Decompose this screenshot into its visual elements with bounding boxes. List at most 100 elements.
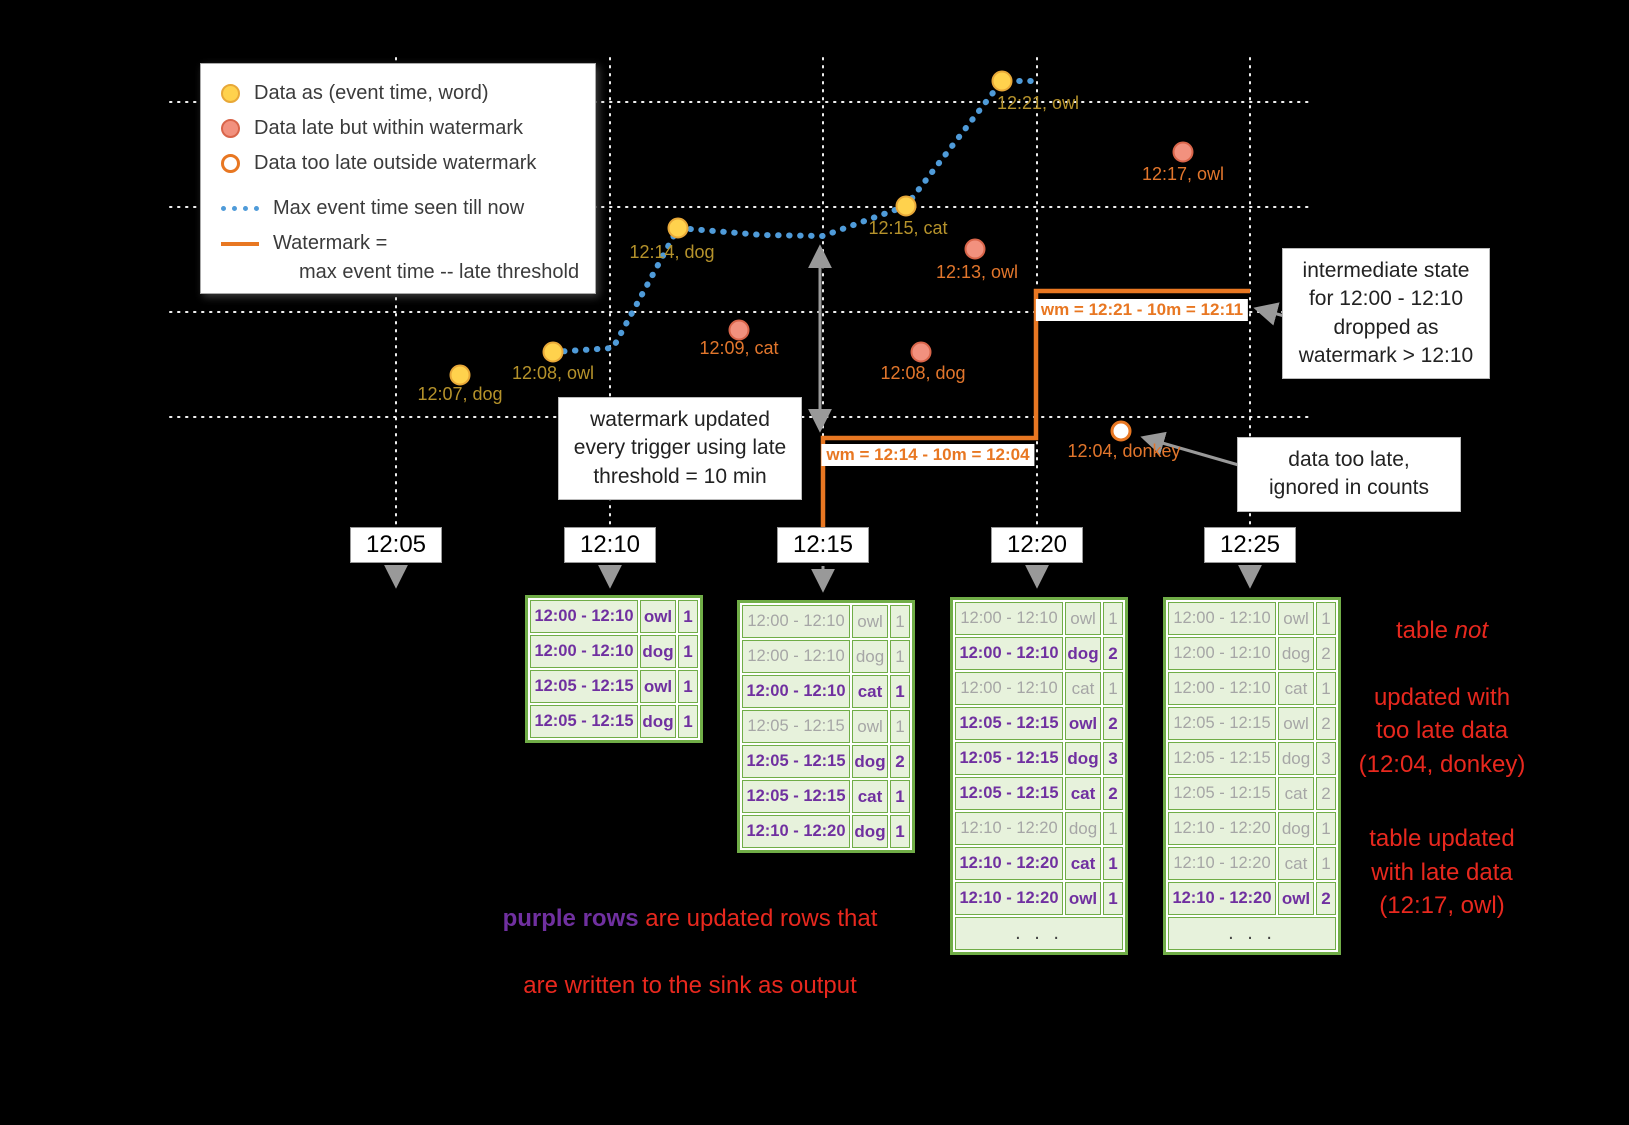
window-cell: 12:05 - 12:15 <box>742 745 850 778</box>
watermark-value-2: wm = 12:21 - 10m = 12:11 <box>1035 299 1249 321</box>
legend-label-continuation: max event time -- late threshold <box>299 261 580 283</box>
word-cell: dog <box>1065 637 1101 670</box>
data-point-late <box>728 319 750 341</box>
count-cell: 1 <box>890 675 910 708</box>
note-line: table not <box>1395 616 1489 644</box>
window-cell: 12:05 - 12:15 <box>742 780 850 813</box>
legend-item-watermark: Watermark = <box>221 226 585 261</box>
legend: Data as (event time, word) Data late but… <box>200 63 596 294</box>
count-cell: 1 <box>1103 672 1123 705</box>
data-point-label: 12:08, owl <box>511 363 595 383</box>
word-cell: owl <box>1278 882 1314 915</box>
data-point-label: 12:17, owl <box>1141 164 1225 184</box>
count-cell: 2 <box>1103 777 1123 810</box>
legend-label: Watermark = <box>273 232 388 254</box>
word-cell: owl <box>852 605 888 638</box>
word-cell: owl <box>640 670 676 703</box>
axis-tick-1205: 12:05 <box>350 527 442 563</box>
window-cell: 12:10 - 12:20 <box>1168 847 1276 880</box>
callout-watermark-trigger: watermark updated every trigger using la… <box>558 397 802 501</box>
window-cell: 12:00 - 12:10 <box>1168 637 1276 670</box>
late-dot-icon <box>221 119 240 138</box>
window-cell: 12:00 - 12:10 <box>742 640 850 673</box>
count-cell: 2 <box>1103 637 1123 670</box>
legend-item-on-time: Data as (event time, word) <box>221 76 585 111</box>
count-cell: 2 <box>1316 882 1336 915</box>
word-cell: owl <box>1278 602 1314 635</box>
data-point-too-late <box>1110 420 1132 442</box>
window-cell: 12:10 - 12:20 <box>1168 882 1276 915</box>
word-cell: owl <box>640 600 676 633</box>
data-point-label: 12:07, dog <box>417 384 503 404</box>
data-point-late <box>910 341 932 363</box>
word-cell: dog <box>852 745 888 778</box>
word-cell: owl <box>852 710 888 743</box>
window-cell: 12:05 - 12:15 <box>1168 777 1276 810</box>
data-point-label: 12:04, donkey <box>1067 441 1181 461</box>
word-cell: cat <box>852 675 888 708</box>
window-cell: 12:10 - 12:20 <box>955 847 1063 880</box>
legend-label: Data as (event time, word) <box>254 82 489 104</box>
window-cell: 12:00 - 12:10 <box>742 605 850 638</box>
note-line: are written to the sink as output <box>523 971 857 999</box>
window-cell: 12:05 - 12:15 <box>1168 742 1276 775</box>
count-cell: 2 <box>1316 777 1336 810</box>
window-cell: 12:05 - 12:15 <box>955 707 1063 740</box>
note-table-not-updated: table not updated with too late data (12… <box>1342 580 1542 815</box>
note-table-updated-late: table updated with late data (12:17, owl… <box>1369 825 1515 920</box>
window-cell: 12:05 - 12:15 <box>742 710 850 743</box>
count-cell: 1 <box>678 705 698 738</box>
max-event-time-line <box>550 78 1038 355</box>
window-cell: 12:10 - 12:20 <box>955 812 1063 845</box>
legend-label: Data too late outside watermark <box>254 152 537 174</box>
ellipsis-cell: . . . <box>1168 917 1336 950</box>
axis-tick-1210: 12:10 <box>564 527 656 563</box>
count-cell: 1 <box>1103 602 1123 635</box>
word-cell: cat <box>1065 672 1101 705</box>
word-cell: owl <box>1065 602 1101 635</box>
axis-tick-1215: 12:15 <box>777 527 869 563</box>
count-cell: 1 <box>1103 882 1123 915</box>
count-cell: 1 <box>1316 602 1336 635</box>
count-cell: 1 <box>1316 847 1336 880</box>
window-cell: 12:00 - 12:10 <box>530 635 638 668</box>
window-cell: 12:05 - 12:15 <box>955 777 1063 810</box>
window-cell: 12:00 - 12:10 <box>955 672 1063 705</box>
watermark-line <box>820 288 1250 527</box>
on-time-dot-icon <box>221 84 240 103</box>
count-cell: 1 <box>1316 672 1336 705</box>
callout-state-dropped: intermediate state for 12:00 - 12:10 dro… <box>1282 248 1490 380</box>
word-cell: dog <box>852 640 888 673</box>
window-cell: 12:10 - 12:20 <box>955 882 1063 915</box>
count-cell: 1 <box>890 605 910 638</box>
data-point-on-time <box>542 341 564 363</box>
window-cell: 12:10 - 12:20 <box>1168 812 1276 845</box>
word-cell: cat <box>852 780 888 813</box>
count-cell: 2 <box>890 745 910 778</box>
word-cell: owl <box>1278 707 1314 740</box>
count-cell: 1 <box>890 710 910 743</box>
ellipsis-cell: . . . <box>955 917 1123 950</box>
word-cell: dog <box>1278 742 1314 775</box>
window-cell: 12:00 - 12:10 <box>955 602 1063 635</box>
legend-item-max-event: Max event time seen till now <box>221 191 585 226</box>
word-cell: owl <box>1065 707 1101 740</box>
